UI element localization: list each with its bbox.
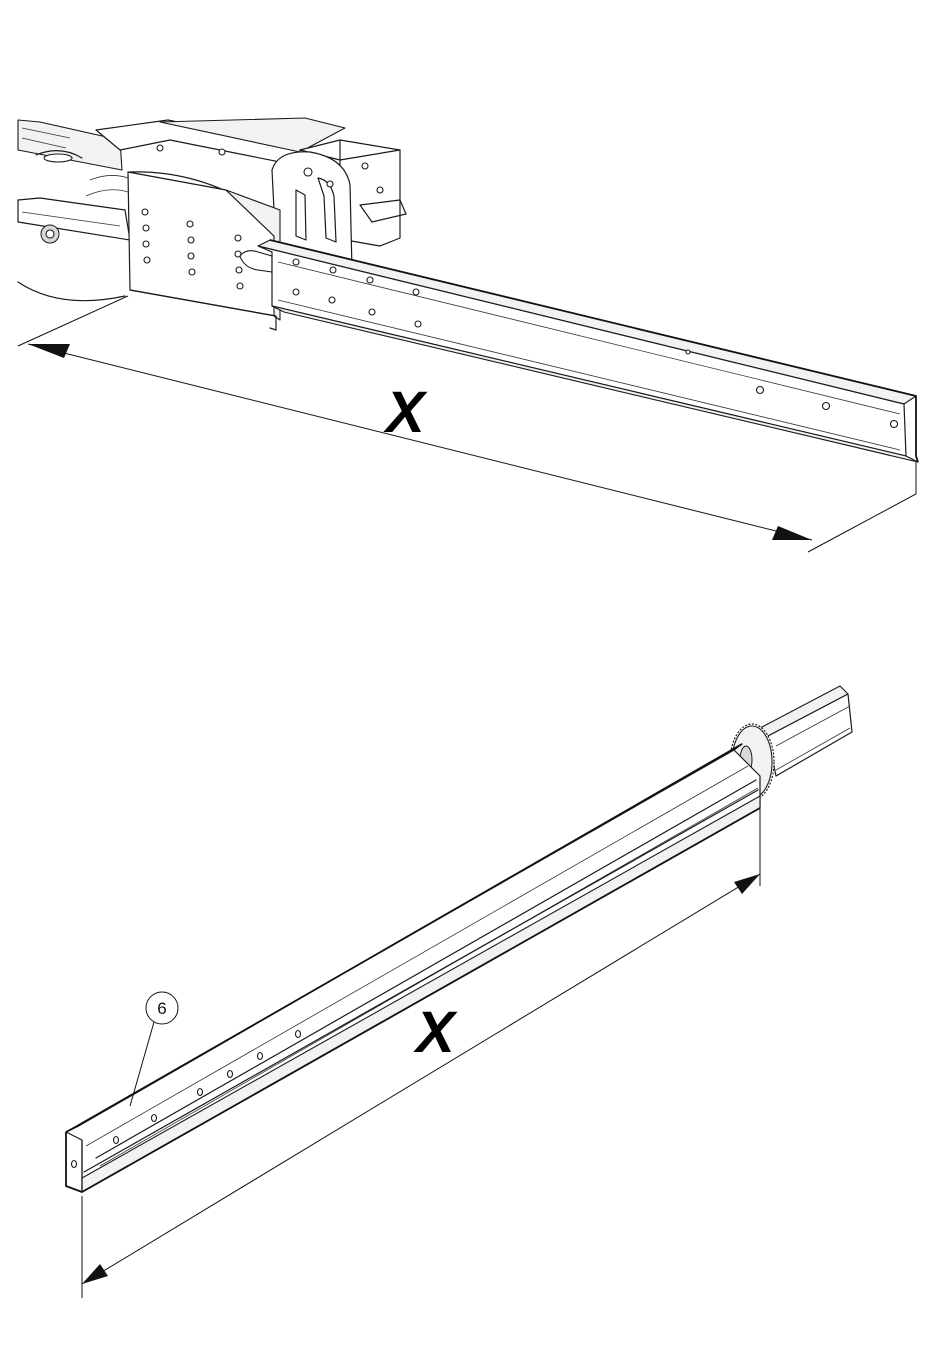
- bottom-figure-rail: 6 X: [66, 686, 852, 1298]
- cross-member-left: [18, 120, 122, 170]
- arrow-right: [772, 526, 812, 540]
- mounting-plate: [128, 172, 280, 330]
- wheel-arc: [18, 282, 125, 301]
- top-figure-chassis-assembly: X: [18, 118, 918, 552]
- dimension-label-x-top: X: [383, 380, 428, 445]
- top-extension-rail: [258, 240, 918, 462]
- bottom-arrow-left: [82, 1264, 108, 1284]
- bottom-dimension-x: X: [82, 800, 760, 1298]
- extension-line-right: [808, 462, 916, 552]
- callout-number: 6: [157, 999, 166, 1018]
- rail-web: [258, 246, 906, 456]
- arrow-left: [28, 344, 70, 358]
- dimension-label-x-bottom: X: [413, 1000, 458, 1065]
- bottom-rail-bottom-flange: [82, 796, 760, 1192]
- bottom-arrow-right: [734, 874, 760, 894]
- extension-line-left: [18, 296, 128, 346]
- axle-beam: [18, 198, 130, 240]
- bottom-rail: [66, 744, 760, 1192]
